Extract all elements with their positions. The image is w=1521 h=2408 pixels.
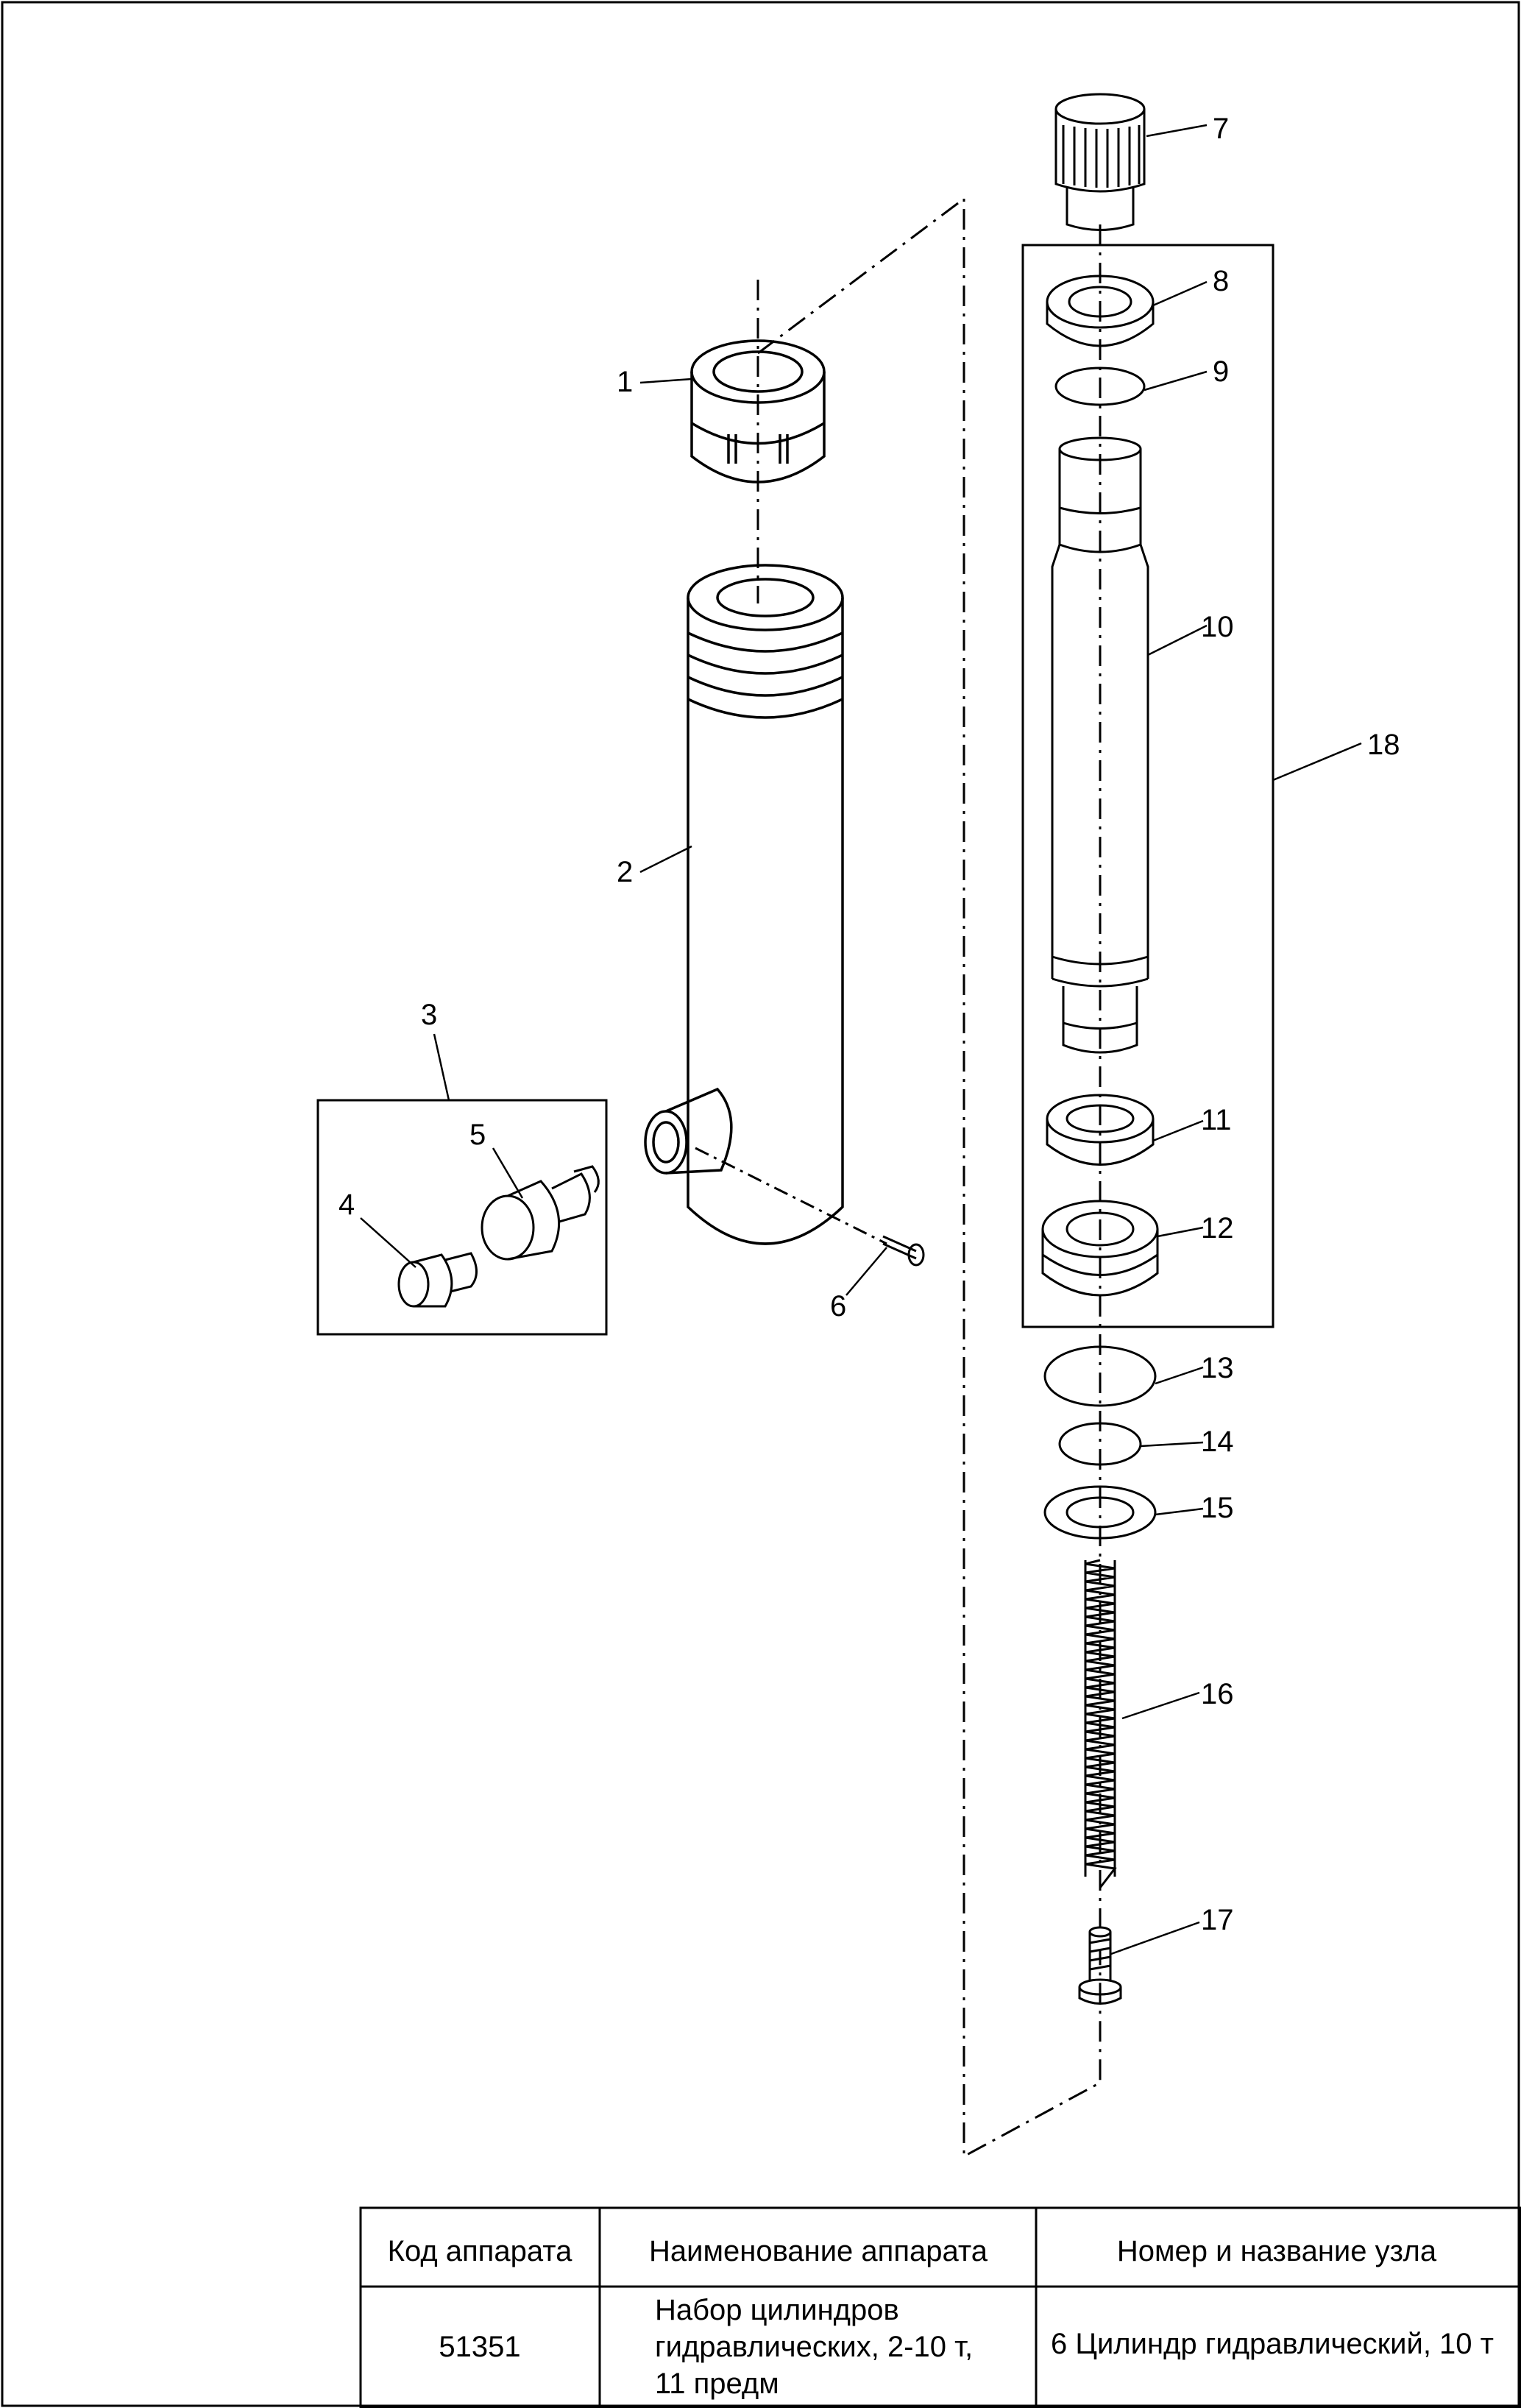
part-13-ring	[1043, 1345, 1157, 1407]
part-6-screw	[882, 1235, 925, 1267]
leader-lines	[360, 124, 1362, 1955]
callout-2: 2	[617, 856, 633, 888]
part-2-cylinder	[644, 564, 844, 1245]
callout-17: 17	[1201, 1904, 1234, 1936]
callout-8: 8	[1213, 265, 1229, 297]
header-code: Код аппарата	[388, 2235, 572, 2267]
center-axis-line	[756, 196, 1102, 2159]
part-11-seal	[1046, 1094, 1155, 1166]
port-axis-line	[695, 1147, 887, 1245]
cell-name-line-1: Набор цилиндров	[655, 2294, 899, 2326]
part-1-cap	[690, 339, 826, 484]
callout-10: 10	[1201, 611, 1234, 643]
cell-name-line-3: 11 предм	[655, 2368, 779, 2400]
cell-code: 51351	[439, 2331, 520, 2363]
callout-14: 14	[1201, 1426, 1234, 1458]
part-10-piston	[1051, 436, 1149, 1054]
callout-16: 16	[1201, 1678, 1234, 1710]
spring-outline	[1084, 1560, 1116, 1877]
part-15-washer	[1043, 1485, 1157, 1540]
part-18-assembly-box	[1021, 244, 1274, 1328]
callout-5: 5	[469, 1119, 486, 1151]
header-name: Наименование аппарата	[649, 2235, 988, 2267]
callout-4: 4	[338, 1189, 355, 1221]
cell-name-line-2: гидравлических, 2-10 т,	[655, 2331, 973, 2363]
callout-labels: 1 2 3 4 5 6 7 8 9 10 11 12 13 14 15 16 1…	[338, 113, 1400, 1936]
part-7-knob	[1054, 93, 1146, 231]
part-8-ring	[1046, 275, 1155, 347]
part-5-plunger	[481, 1165, 600, 1261]
callout-15: 15	[1201, 1492, 1234, 1524]
part-12-bushing	[1041, 1200, 1159, 1297]
cell-assembly: 6 Цилиндр гидравлический, 10 т	[1051, 2328, 1494, 2360]
callout-12: 12	[1201, 1212, 1234, 1244]
part-17-screw	[1078, 1926, 1122, 2005]
header-assembly: Номер и название узла	[1117, 2235, 1437, 2267]
callout-1: 1	[617, 366, 633, 398]
title-block: Код аппарата Наименование аппарата Номер…	[359, 2206, 1521, 2408]
part-4-valve	[397, 1252, 478, 1308]
part-16-spring	[1084, 1559, 1117, 1888]
part-9-retaining-ring	[1054, 366, 1146, 406]
callout-6: 6	[830, 1290, 846, 1322]
part-14-ring	[1058, 1422, 1142, 1466]
callout-3: 3	[421, 999, 437, 1031]
part-3-kit-box	[316, 1099, 608, 1336]
spring-coil	[1085, 1559, 1117, 1888]
callout-7: 7	[1213, 113, 1229, 145]
callout-13: 13	[1201, 1352, 1234, 1384]
callout-9: 9	[1213, 355, 1229, 388]
callout-11: 11	[1201, 1104, 1232, 1136]
callout-18: 18	[1367, 729, 1400, 761]
